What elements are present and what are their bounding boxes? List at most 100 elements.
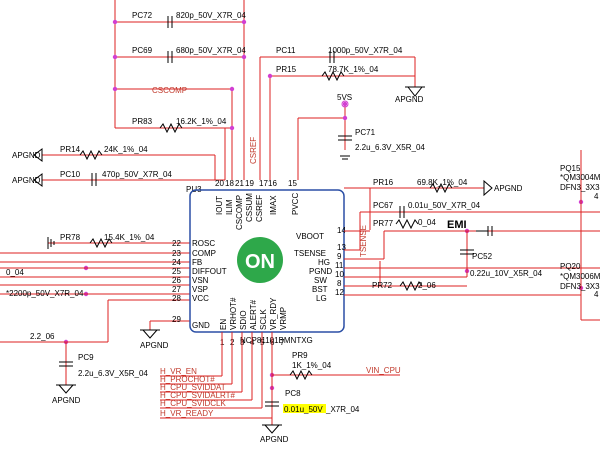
pr72-ref: PR72	[372, 281, 393, 290]
pin-vcc: VCC	[192, 294, 209, 303]
pc69-value: 680p_50V_X7R_04	[176, 46, 246, 55]
pq20-part: *QM3006M	[560, 272, 600, 281]
net-vin-cpu: VIN_CPU	[366, 366, 401, 375]
emi-label: EMI	[447, 219, 467, 231]
pq15-part: *QM3004M	[560, 173, 600, 182]
pc72-ref: PC72	[132, 11, 153, 20]
pc10-value: 470p_50V_X7R_04	[102, 170, 172, 179]
sig-h-prochot: H_PROCHOT#	[160, 375, 215, 384]
pr77-value: 0_04	[418, 218, 436, 227]
pin-iout: IOUT	[215, 196, 224, 215]
pin-alert: ALERT#	[249, 299, 258, 330]
sig-h-vr-en: H_VR_EN	[160, 367, 197, 376]
apgnd-pr14: APGND	[12, 151, 41, 160]
pc52-value: 0.22u_10V_X5R_04	[470, 269, 543, 278]
ic-left-pins: 22 ROSC 23 COMP 24 FB 25 DIFFOUT 26 VSN …	[172, 239, 227, 330]
pin-csref: CSREF	[255, 195, 264, 222]
pc8-value-rest: _X7R_04	[325, 405, 360, 414]
pin-sdio: SDIO	[239, 310, 248, 330]
pq15-pkg: DFN3_3X3	[560, 183, 600, 192]
partial-0-04: 0_04	[6, 268, 24, 277]
pin-28-num: 28	[172, 294, 181, 303]
pin-26-num: 26	[172, 276, 181, 285]
pc8-value-highlight: 0.01u_50V	[284, 405, 323, 414]
pin-11-num: 11	[335, 261, 344, 270]
apgnd-pc8: APGND	[260, 435, 289, 444]
pin-vrmp: VRMP	[279, 307, 288, 330]
pin-vboot: VBOOT	[296, 232, 324, 241]
pin-24-num: 24	[172, 258, 181, 267]
pin-imax: IMAX	[269, 195, 278, 215]
pr77-ref: PR77	[373, 219, 394, 228]
pr16-value: 69.8K_1%_04	[417, 178, 468, 187]
pr15-ref: PR15	[276, 65, 297, 74]
apgnd-pr16: APGND	[494, 184, 523, 193]
pq20-pkg: DFN3_3X3	[560, 282, 600, 291]
pr14-value: 24K_1%_04	[104, 145, 148, 154]
pin-21-num: 21	[235, 179, 244, 188]
top-labels: PC72 820p_50V_X7R_04 PC69 680p_50V_X7R_0…	[132, 11, 425, 164]
pc71-ref: PC71	[355, 128, 376, 137]
junction-dots	[63, 19, 584, 391]
pr16-ref: PR16	[373, 178, 394, 187]
pin-vsn: VSN	[192, 276, 209, 285]
pin-27-num: 27	[172, 285, 181, 294]
pc67-ref: PC67	[373, 201, 394, 210]
pin-29-num: 29	[172, 315, 181, 324]
pr78-ref: PR78	[60, 233, 81, 242]
pin-cscomp: CSCOMP	[235, 195, 244, 230]
pin-ilim: ILIM	[225, 199, 234, 215]
pin-vrhot: VRHOT#	[229, 297, 238, 330]
pin-7-num: 7	[280, 338, 285, 347]
pin-pvcc: PVCC	[291, 193, 300, 215]
pin-gnd: GND	[192, 321, 210, 330]
pin-8-num: 8	[337, 279, 342, 288]
pin-10-num: 10	[335, 270, 344, 279]
pin-fb: FB	[192, 258, 202, 267]
pc9-ref: PC9	[78, 353, 94, 362]
pq15-ref: PQ15	[560, 164, 581, 173]
sig-h-cpu-svidclk: H_CPU_SVIDCLK	[160, 399, 226, 408]
pin-comp: COMP	[192, 249, 216, 258]
apgnd-pc11: APGND	[395, 95, 424, 104]
pin-sclk: SCLK	[259, 308, 268, 330]
net-csref: CSREF	[249, 137, 258, 164]
pc8-ref: PC8	[285, 389, 301, 398]
pin-hg: HG	[318, 258, 330, 267]
pr72-value: 2_06	[418, 281, 436, 290]
pin-vr-rdy: VR_RDY	[269, 297, 278, 330]
partial-2200p: *2200p_50V_X7R_04	[6, 289, 84, 298]
right-section: APGND PR16 69.8K_1%_04 PC67 0.01u_50V_X7…	[344, 150, 600, 321]
ic-top-pins: 20 IOUT 18 ILIM 21 CSCOMP 19 CSSUM 17 CS…	[215, 179, 300, 230]
pr83-ref: PR83	[132, 117, 153, 126]
sig-h-cpu-sviddat: H_CPU_SVIDDAT	[160, 383, 226, 392]
pin-25-num: 25	[172, 267, 181, 276]
pr14-ref: PR14	[60, 145, 81, 154]
pq15-pin: 4	[594, 192, 599, 201]
sig-h-vr-ready: H_VR_READY	[160, 409, 214, 418]
pin-cssum: CSSUM	[245, 193, 254, 222]
net-cscomp: CSCOMP	[152, 86, 187, 95]
pin-9-num: 9	[337, 252, 342, 261]
pin-14-num: 14	[337, 226, 346, 235]
pin-15-num: 15	[288, 179, 297, 188]
pc52-ref: PC52	[472, 252, 493, 261]
net-tsense: TSENSE	[359, 225, 368, 257]
ic-ref: PU3	[186, 185, 202, 194]
pin-23-num: 23	[172, 249, 181, 258]
pin-17-num: 17	[259, 179, 268, 188]
pr78-value: 15.4K_1%_04	[104, 233, 155, 242]
pc72-value: 820p_50V_X7R_04	[176, 11, 246, 20]
pr83-value: 16.2K_1%_04	[176, 117, 227, 126]
pc11-value: 1000p_50V_X7R_04	[328, 46, 403, 55]
pc67-value: 0.01u_50V_X7R_04	[408, 201, 481, 210]
pin-en: EN	[219, 319, 228, 330]
rail-5vs: 5VS	[337, 93, 352, 102]
pin-tsense: TSENSE	[294, 249, 326, 258]
pq20-pin: 4	[594, 290, 599, 299]
pin-diffout: DIFFOUT	[192, 267, 227, 276]
pin-13-num: 13	[337, 243, 346, 252]
on-logo: ON	[245, 251, 275, 273]
